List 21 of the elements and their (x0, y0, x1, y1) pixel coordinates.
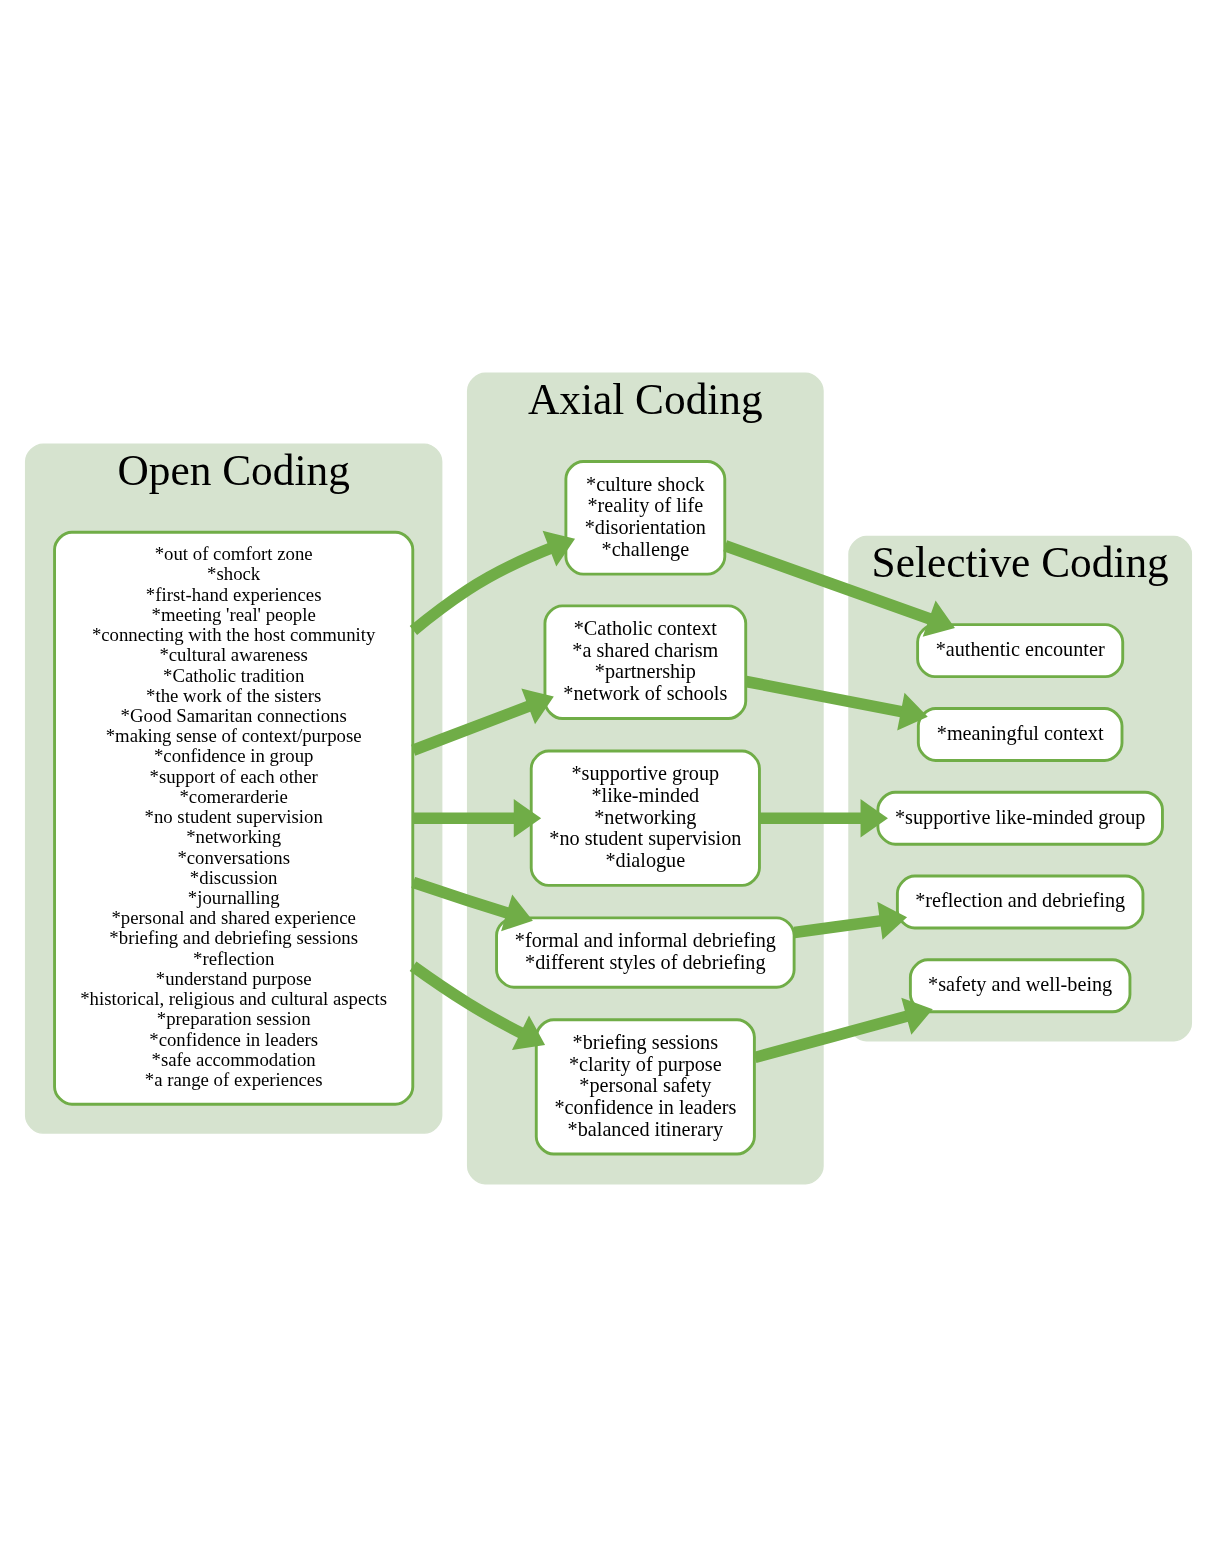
arrow (409, 530, 576, 635)
arrow (793, 901, 908, 940)
node-box: *reflection and debriefing (895, 874, 1145, 930)
arrow (411, 876, 533, 932)
node-box: *out of comfort zone *shock *first-hand experiences *meeting 'real' people *connecting with the host community *cultural awareness *Catholic tradition *the work of the sisters *Good Samaritan connections *making sense of context/purpose *confidence in group *support of each other *comerarderie *no student supervision *networking *conversations *discussion *journalling *personal and shared experience *briefing and debriefing sessions *reflection *understand purpose *historical, religious and cultural aspects *preparation session *confidence in leaders *safe accommodation *a range of experiences (53, 530, 415, 1106)
node-box: *safety and well-being (908, 958, 1132, 1014)
node-box: *Catholic context *a shared charism *partnership *network of schools (543, 604, 748, 720)
node-box: *formal and informal debriefing *different styles of debriefing (495, 916, 796, 989)
node-box: *supportive like-minded group (876, 790, 1164, 846)
node-box: *meaningful context (916, 707, 1124, 762)
arrow (413, 799, 542, 838)
arrow (411, 688, 554, 756)
arrow (723, 540, 955, 637)
node-box: *culture shock *reality of life *disorientation *challenge (564, 460, 727, 576)
node-box: *supportive group *like-minded *networking *no student supervision *dialogue (529, 749, 761, 887)
arrow (744, 675, 928, 731)
arrow (409, 961, 546, 1050)
arrow (759, 799, 888, 838)
node-box: *authentic encounter (916, 623, 1125, 679)
arrow (753, 997, 933, 1064)
node-box: *briefing sessions *clarity of purpose *personal safety *confidence in leaders *balanced itinerary (534, 1018, 756, 1156)
